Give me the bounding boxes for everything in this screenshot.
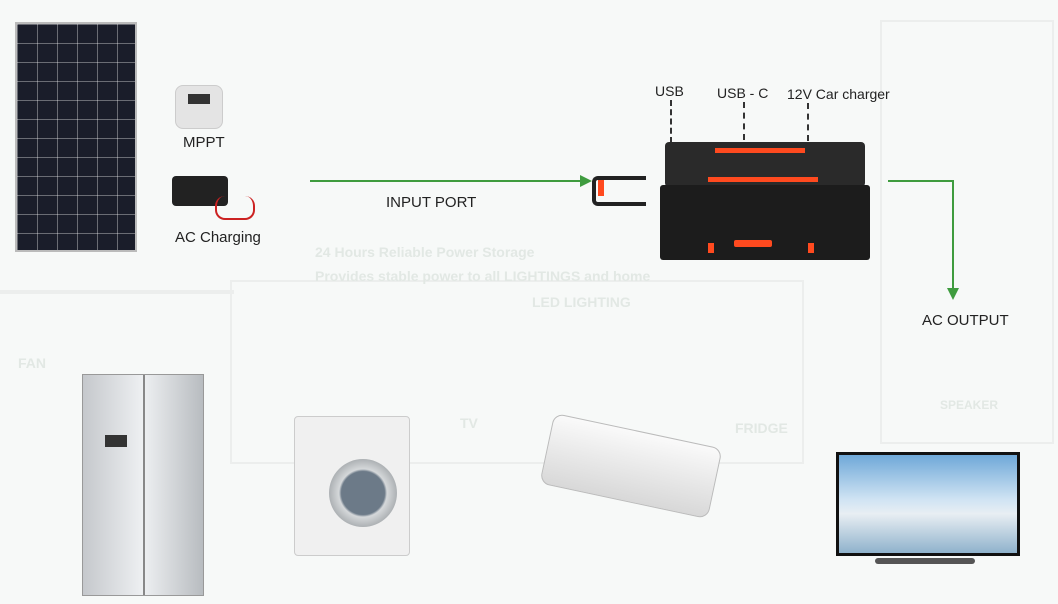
case-accent-stripe: [708, 177, 818, 182]
refrigerator-icon: [82, 374, 204, 596]
mppt-screen: [188, 94, 210, 104]
washing-machine-icon: [294, 416, 410, 556]
output-arrow-line: [952, 180, 954, 290]
case-accent-stripe: [715, 148, 805, 153]
car-charger-pointer: [807, 103, 809, 141]
ac-charging-label: AC Charging: [175, 229, 261, 246]
fridge-door-split: [143, 375, 145, 595]
output-arrow-line: [888, 180, 954, 182]
case-latch: [808, 243, 814, 253]
washer-door: [329, 459, 397, 527]
watermark-text: FAN: [18, 355, 46, 371]
background-wall: [0, 290, 234, 294]
usb-pointer: [670, 100, 672, 143]
case-front-handle: [734, 240, 772, 247]
tv-stand: [875, 558, 975, 564]
mppt-label: MPPT: [183, 134, 225, 151]
watermark-text: Provides stable power to all LIGHTINGS a…: [315, 268, 651, 284]
input-port-label: INPUT PORT: [386, 194, 477, 211]
background-building: [230, 280, 804, 464]
watermark-text: FRIDGE: [735, 420, 788, 436]
background-building: [880, 20, 1054, 444]
television-icon: [836, 452, 1020, 556]
case-latch: [708, 243, 714, 253]
arrow-head-icon: [580, 175, 592, 187]
usb-c-pointer: [743, 102, 745, 140]
watermark-text: TV: [460, 415, 478, 431]
arrow-head-icon: [947, 288, 959, 300]
watermark-text: LED LIGHTING: [532, 294, 631, 310]
mppt-controller-icon: [175, 85, 223, 129]
watermark-text: 24 Hours Reliable Power Storage: [315, 244, 535, 260]
case-body: [660, 185, 870, 260]
case-handle: [592, 176, 646, 206]
input-arrow-line: [310, 180, 582, 182]
usb-c-label: USB - C: [717, 85, 769, 101]
solar-panel-icon: [15, 22, 137, 252]
charger-cable: [215, 196, 255, 220]
power-station-icon: [590, 140, 870, 265]
usb-label: USB: [655, 83, 684, 99]
case-handle-grip: [598, 180, 604, 196]
car-charger-label: 12V Car charger: [787, 86, 890, 102]
fridge-display: [105, 435, 127, 447]
tv-screen: [839, 455, 1017, 553]
watermark-text: SPEAKER: [940, 398, 999, 412]
ac-output-label: AC OUTPUT: [922, 312, 1009, 329]
